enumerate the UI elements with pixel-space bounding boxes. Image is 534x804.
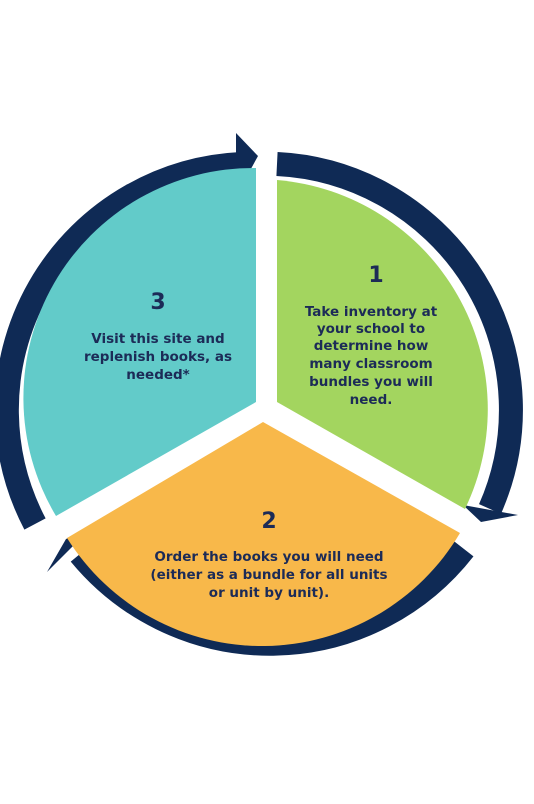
ring-arc-3 [0, 152, 242, 530]
step-description-line: many classroom [309, 356, 432, 372]
step-2: 2 Order the books you will need (either … [150, 509, 387, 601]
step-description-line: needed* [126, 367, 189, 383]
step-number: 2 [261, 509, 276, 534]
segment-step-3 [23, 167, 256, 516]
step-description-line: need. [350, 392, 393, 408]
step-description-line: your school to [317, 321, 425, 337]
step-number: 3 [150, 290, 165, 315]
segment-step-1 [277, 180, 488, 509]
step-number: 1 [368, 263, 383, 288]
step-description-line: (either as a bundle for all units [150, 567, 387, 583]
step-description-line: bundles you will [309, 374, 433, 390]
step-description-line: determine how [314, 338, 429, 354]
arrowhead-1 [463, 505, 518, 522]
ring-arc-1 [276, 152, 523, 514]
step-description-line: Take inventory at [305, 304, 438, 320]
step-3: 3 Visit this site and replenish books, a… [84, 290, 232, 383]
step-description-line: Order the books you will need [154, 549, 383, 565]
step-1: 1 Take inventory at your school to deter… [305, 263, 438, 408]
segment-step-2 [67, 422, 460, 647]
step-description-line: or unit by unit). [209, 585, 329, 601]
step-description-line: Visit this site and [91, 331, 224, 347]
step-description-line: replenish books, as [84, 349, 232, 365]
